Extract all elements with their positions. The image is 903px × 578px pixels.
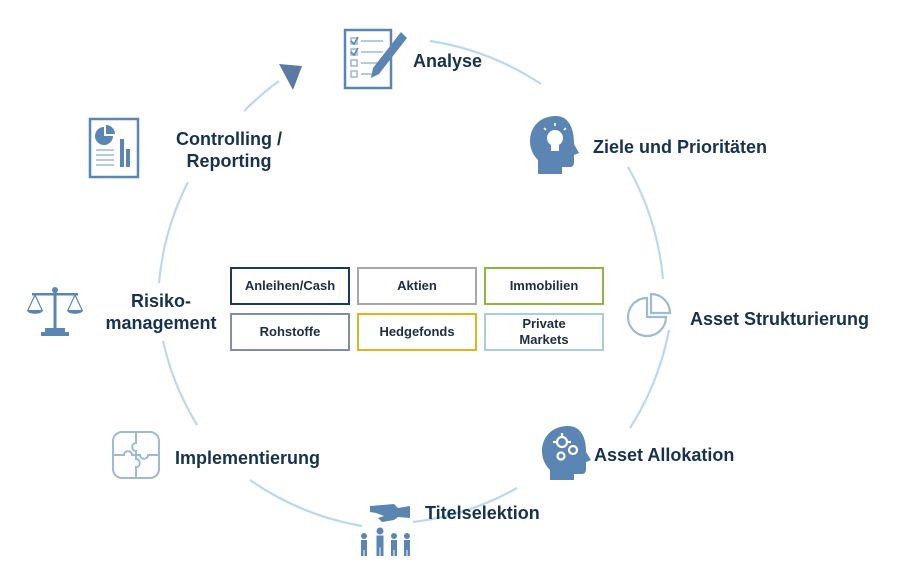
step-label-titel: Titelselektion	[425, 503, 540, 523]
step-label-struktur: Asset Strukturierung	[690, 309, 870, 329]
pie-chart-icon	[626, 292, 672, 338]
ring-arc	[161, 340, 198, 426]
ring-arc	[429, 39, 542, 85]
ring-arc	[243, 80, 280, 112]
asset-class-private-markets-line2: Markets	[519, 332, 569, 347]
scales-icon	[27, 287, 83, 336]
asset-class-aktien: Aktien	[357, 267, 477, 305]
ring-arc	[629, 329, 671, 429]
step-label-risiko: Risiko- management	[105, 290, 217, 334]
asset-class-rohstoffe: Rohstoffe	[230, 313, 350, 351]
checklist-pencil-icon	[343, 28, 407, 90]
arrow-head-icon	[279, 64, 302, 90]
head-gears-icon	[542, 426, 591, 480]
asset-class-anleihen: Anleihen/Cash	[230, 267, 350, 305]
step-label-controlling: Controlling / Reporting	[166, 128, 292, 172]
step-label-allokation: Asset Allokation	[594, 445, 735, 465]
asset-class-immobilien: Immobilien	[484, 267, 604, 305]
ring-arc	[157, 181, 189, 284]
puzzle-icon	[112, 431, 160, 479]
step-label-controlling-line2: Reporting	[186, 151, 272, 171]
ring-arc	[627, 166, 665, 280]
asset-class-private-markets-line1: Private	[522, 316, 566, 331]
step-label-ziele: Ziele und Prioritäten	[593, 137, 768, 157]
asset-class-hedgefonds: Hedgefonds	[357, 313, 477, 351]
hand-picking-people-icon	[361, 504, 410, 556]
ring-arc	[249, 479, 363, 528]
head-lightbulb-icon	[530, 116, 579, 174]
step-label-analyse: Analyse	[413, 51, 483, 71]
ring-arc	[412, 487, 518, 524]
step-label-implement: Implementierung	[175, 448, 321, 468]
step-label-controlling-line1: Controlling /	[176, 129, 282, 149]
report-document-icon	[88, 117, 140, 179]
step-label-risiko-line2: management	[105, 313, 217, 333]
step-label-risiko-line1: Risiko-	[130, 291, 191, 311]
asset-class-private-markets: Private Markets	[484, 313, 604, 351]
